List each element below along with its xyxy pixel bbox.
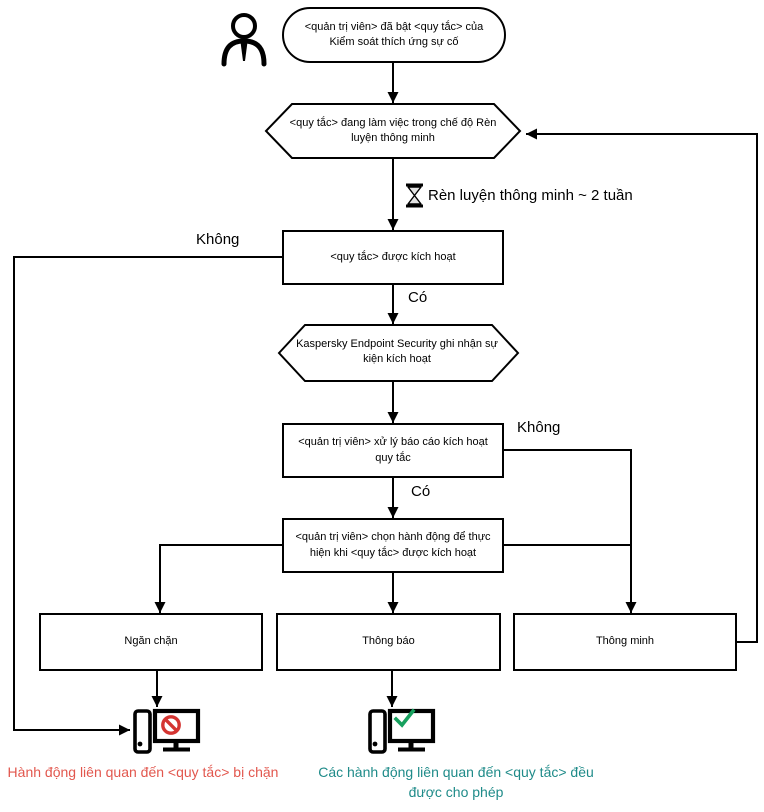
prohibition-icon xyxy=(161,715,181,735)
branch-label-yes-2: Có xyxy=(411,483,431,500)
node-choose-label: <quản trị viên> chọn hành động để thực h… xyxy=(295,531,491,559)
caption-blocked: Hành động liên quan đến <quy tắc> bị chặ… xyxy=(7,764,279,780)
computer-blocked-icon xyxy=(133,708,201,754)
node-smart-label: Thông minh xyxy=(595,635,655,648)
node-logged-label: Kaspersky Endpoint Security ghi nhận sự … xyxy=(296,337,498,365)
node-training-hexagon xyxy=(264,103,522,159)
node-trigger-label: <quy tắc> được kích hoạt xyxy=(330,250,456,263)
branch-label-no-right: Không xyxy=(517,419,561,436)
node-trigger-shape xyxy=(282,230,504,285)
node-training-label: <quy tắc> đang làm việc trong chế độ Rèn… xyxy=(289,116,497,144)
caption-allowed: Các hành động liên quan đến <quy tắc> đề… xyxy=(318,764,594,800)
branch-label-no-left: Không xyxy=(196,231,240,248)
node-block-shape xyxy=(39,613,263,671)
node-report-shape xyxy=(282,423,504,478)
node-start-shape xyxy=(282,7,506,63)
edge-no-left-to-blocked xyxy=(13,256,283,736)
node-notify-label: Thông báo xyxy=(362,635,415,648)
node-smart-shape xyxy=(513,613,737,671)
node-logged-hexagon xyxy=(277,324,520,382)
branch-label-yes-1: Có xyxy=(408,289,428,306)
edge-no-right-to-smart xyxy=(503,449,637,613)
connector-lines xyxy=(13,62,758,736)
node-start-label: <quản trị viên> đã bật <quy tắc> của Kiể… xyxy=(304,20,484,48)
checkmark-icon xyxy=(393,708,416,728)
computer-allowed-icon xyxy=(368,708,436,754)
edge-feedback-loop xyxy=(526,128,758,643)
person-icon xyxy=(221,13,267,67)
edge-choose-to-block xyxy=(154,544,283,613)
node-report-label: <quản trị viên> xử lý báo cáo kích hoạt … xyxy=(298,436,488,464)
node-notify-shape xyxy=(276,613,501,671)
training-duration-label: Rèn luyện thông minh ~ 2 tuần xyxy=(428,187,633,204)
node-block-label: Ngăn chặn xyxy=(124,635,178,648)
hourglass-icon xyxy=(406,183,423,208)
node-choose-shape xyxy=(282,518,504,573)
